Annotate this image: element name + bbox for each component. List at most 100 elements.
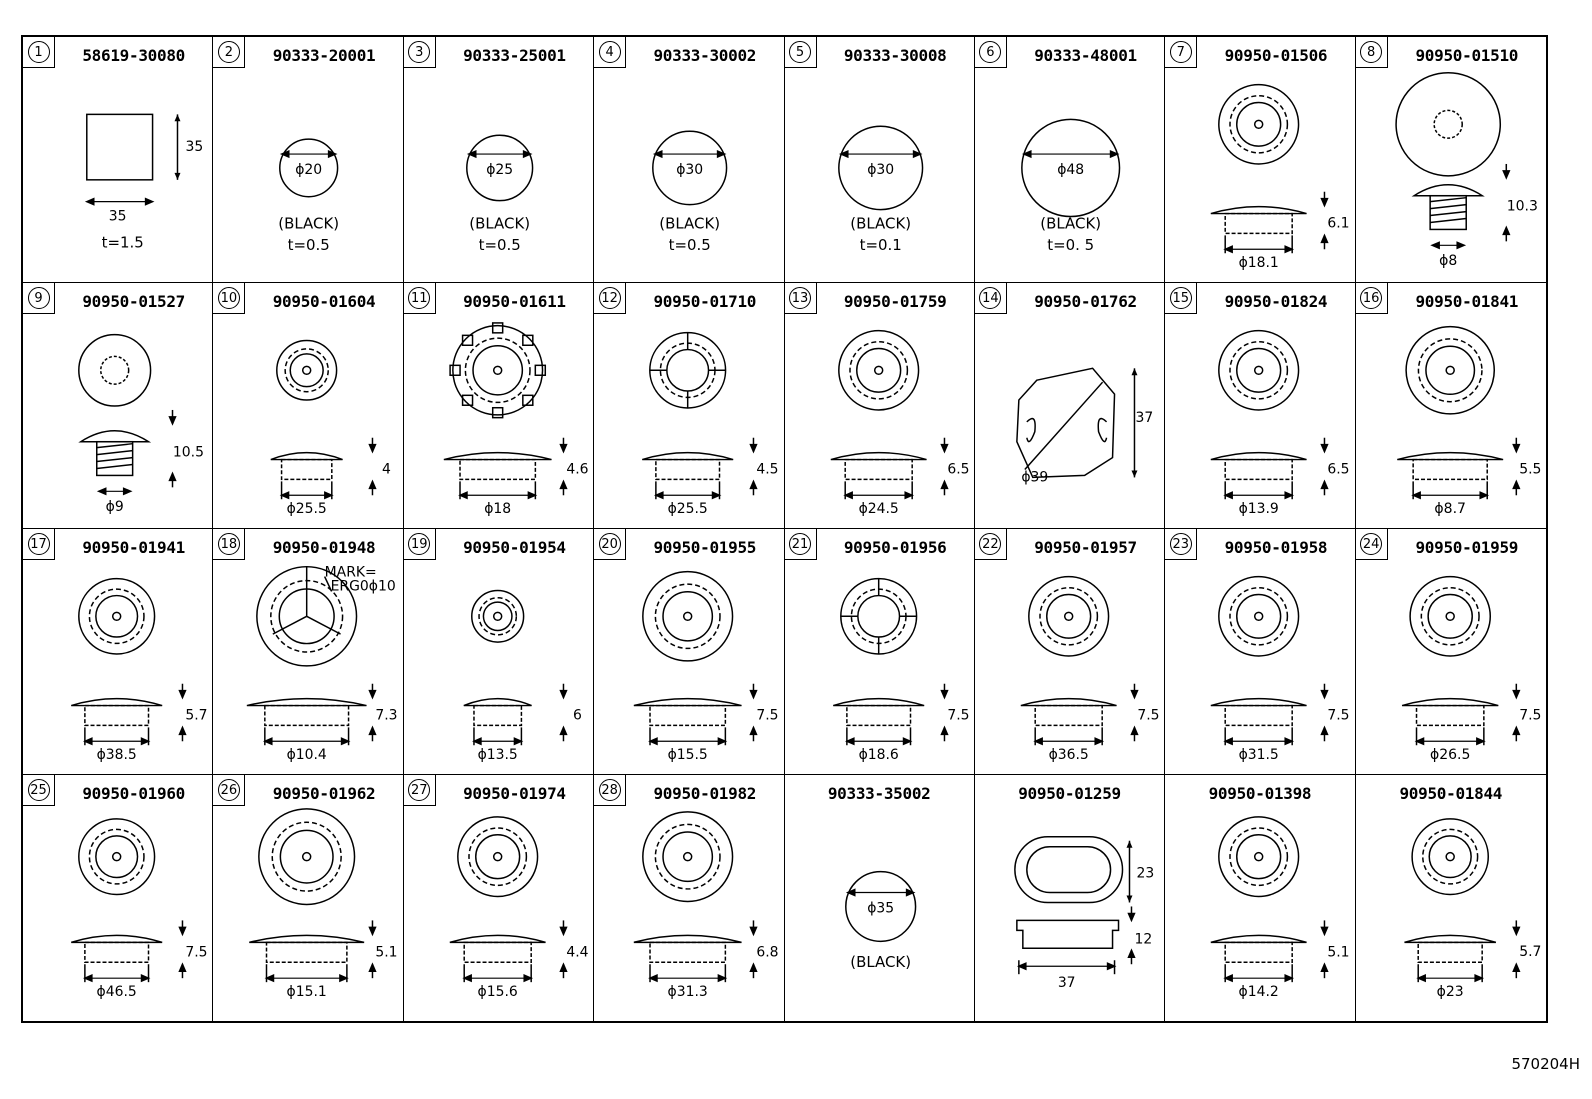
part-number: 90333-30008 xyxy=(843,46,947,65)
part-drawing: ϕ25.54 xyxy=(270,339,391,517)
disc-outline xyxy=(652,130,728,206)
part-drawing: ϕ13.5 6 xyxy=(463,589,582,763)
part-number: 90950-01710 xyxy=(653,292,757,311)
grommet-profile xyxy=(633,934,742,944)
diameter-dim: ϕ30 xyxy=(867,162,894,178)
index-number: 9 xyxy=(27,287,50,309)
grommet-top xyxy=(258,808,356,906)
color-note: (BLACK) xyxy=(850,953,911,971)
part-number: 90950-01841 xyxy=(1415,292,1519,311)
diameter-dim: ϕ48 xyxy=(1057,162,1084,178)
part-drawing: ϕ25.54.5 xyxy=(642,331,779,517)
height-dim: 7.3 xyxy=(376,707,398,723)
part-drawing: ϕ15.64.4 xyxy=(449,816,588,1000)
grommet-top xyxy=(1027,575,1110,657)
diameter-dim: ϕ36.5 xyxy=(1048,747,1088,763)
index-badge: 6 xyxy=(974,37,1007,68)
part-drawing: ϕ14.25.1 xyxy=(1210,816,1350,1000)
grommet-profile xyxy=(642,451,734,461)
index-badge: 28 xyxy=(594,775,627,806)
part-number: 90950-01506 xyxy=(1224,46,1328,65)
index-badge: 13 xyxy=(784,283,817,314)
part-number: 90950-01762 xyxy=(1034,292,1137,311)
diameter-dim: ϕ18.6 xyxy=(858,747,898,763)
index-number: 10 xyxy=(217,287,240,309)
diameter-dim: ϕ35 xyxy=(867,900,894,916)
disc-outline xyxy=(279,138,339,198)
height-dim: 6.5 xyxy=(1328,461,1350,477)
mark-label: MARK= xyxy=(325,565,377,581)
part-number: 90950-01955 xyxy=(653,538,757,557)
oval-outer xyxy=(1013,836,1124,904)
index-badge: 23 xyxy=(1165,529,1198,560)
index-number: 13 xyxy=(789,287,811,309)
diameter-dim: ϕ15.6 xyxy=(477,984,517,1000)
diameter-dim: ϕ13.5 xyxy=(477,747,517,763)
height-dim: 37 xyxy=(1135,410,1153,426)
diameter-dim: ϕ18 xyxy=(484,501,511,517)
grommet-top xyxy=(456,816,539,898)
part-drawing: ϕ18.16.1 xyxy=(1210,83,1350,271)
part-number: 90333-48001 xyxy=(1034,46,1137,65)
part-drawing: ϕ13.96.5 xyxy=(1210,329,1350,517)
part-number: 90950-01957 xyxy=(1034,538,1137,557)
grommet-profile xyxy=(1401,697,1499,707)
part-drawing: 10.5ϕ9 xyxy=(78,333,204,515)
part-drawing: ϕ25(BLACK)t=0.5 xyxy=(465,134,534,254)
part-number: 90950-01527 xyxy=(82,292,186,311)
index-badge: 3 xyxy=(403,37,436,68)
index-number: 7 xyxy=(1169,41,1192,63)
part-drawing: ϕ38.55.7 xyxy=(71,577,208,763)
part-drawing: ϕ35 (BLACK) xyxy=(844,870,916,971)
grommet-top xyxy=(1218,329,1300,411)
diameter-dim: ϕ8.7 xyxy=(1434,501,1466,517)
part-drawing: ϕ30(BLACK)t=0.1 xyxy=(837,125,923,254)
grommet-top xyxy=(470,589,525,643)
grommet-profile xyxy=(1020,697,1117,707)
part-drawing: ϕ30(BLACK)t=0.5 xyxy=(652,130,728,254)
grommet-top xyxy=(1410,818,1489,896)
part-drawing: ϕ20(BLACK)t=0.5 xyxy=(279,138,339,254)
part-number: 90950-01982 xyxy=(653,784,757,803)
height-dim: 6 xyxy=(573,707,582,723)
index-number: 27 xyxy=(408,779,431,801)
diameter-dim: ϕ31.5 xyxy=(1239,747,1279,763)
index-badge: 2 xyxy=(213,37,246,68)
diameter-dim: ϕ10.4 xyxy=(287,747,327,763)
diameter-dim: ϕ8 xyxy=(1439,253,1457,269)
index-number: 3 xyxy=(408,41,431,63)
octagon-outline xyxy=(1015,367,1116,479)
index-badge: 7 xyxy=(1165,37,1198,68)
grommet-top xyxy=(78,577,156,655)
mark-value: ERG0ϕ10 xyxy=(331,579,396,595)
part-drawing: ϕ15.15.1 xyxy=(249,808,398,1000)
grommet-top xyxy=(1218,575,1300,657)
part-drawing: ϕ24.56.5 xyxy=(830,329,969,517)
index-number: 25 xyxy=(27,779,50,801)
height-dim: 7.5 xyxy=(1519,708,1541,724)
height-dim: 10.5 xyxy=(173,445,204,461)
grommet-profile xyxy=(463,697,532,707)
height-dim: 6.1 xyxy=(1328,215,1350,231)
part-drawing: ϕ15.57.5 xyxy=(633,570,779,763)
grommet-profile xyxy=(832,697,924,707)
height-dim: 23 xyxy=(1136,866,1154,882)
part-number: 90950-01611 xyxy=(463,292,566,311)
index-badge: 20 xyxy=(594,529,627,560)
index-badge: 26 xyxy=(213,775,246,806)
index-number: 11 xyxy=(408,287,431,309)
disc-outline xyxy=(837,125,923,211)
index-number: 18 xyxy=(217,533,240,555)
